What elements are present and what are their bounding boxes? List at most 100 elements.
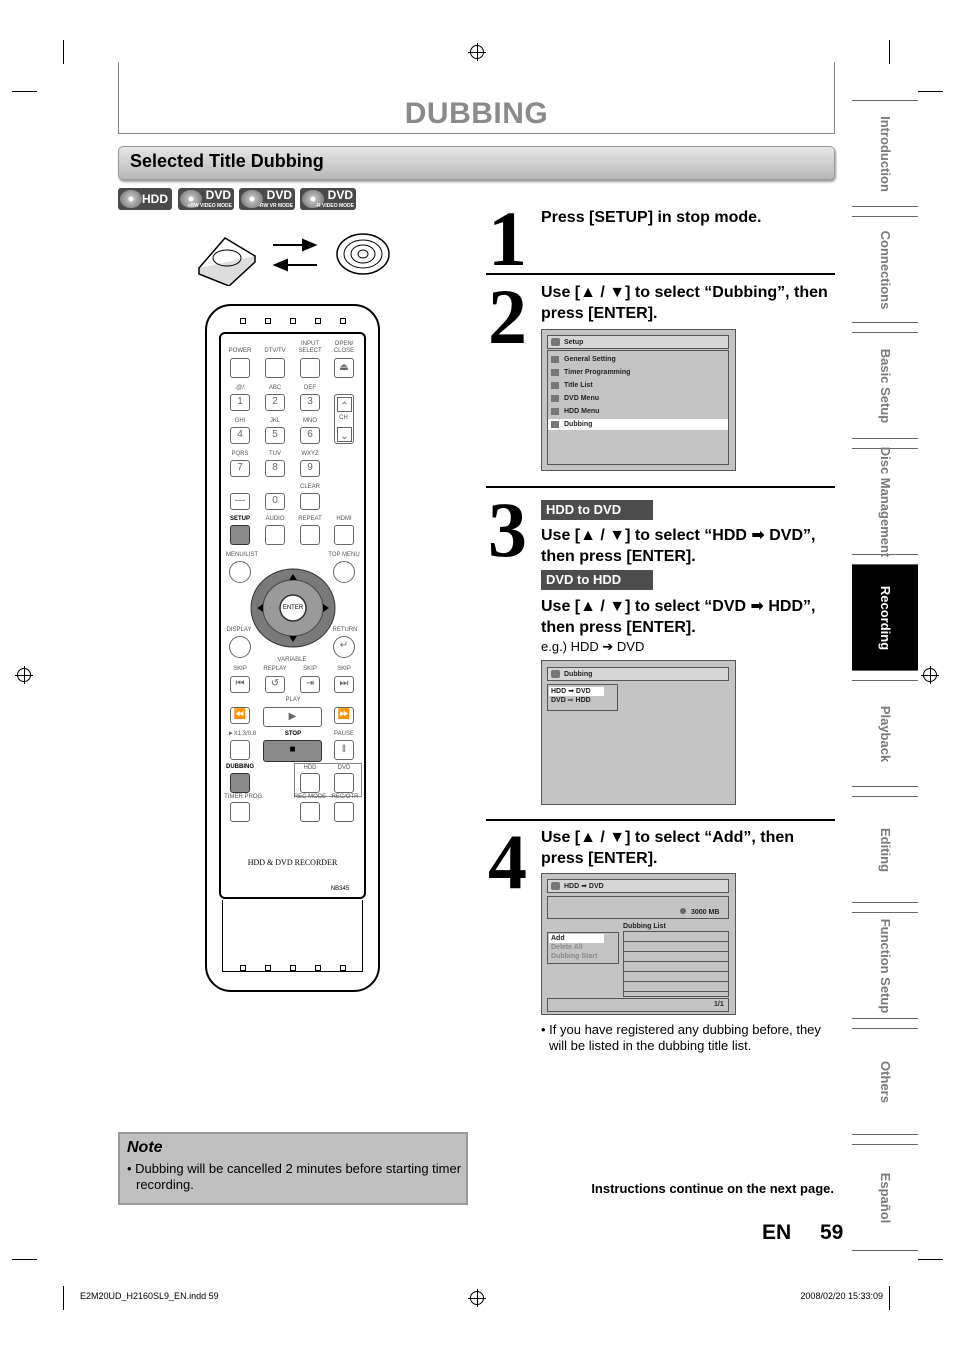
key2-label: ABC bbox=[268, 385, 282, 391]
tab-espa-ol[interactable]: Español bbox=[852, 1144, 918, 1251]
menu-list-button[interactable] bbox=[229, 561, 251, 583]
skip-button[interactable]: ⇥ bbox=[300, 676, 320, 693]
digit-1-button[interactable]: 1 bbox=[230, 394, 250, 411]
rec-otr-button[interactable] bbox=[334, 802, 354, 822]
return-button[interactable]: ↵ bbox=[333, 636, 355, 658]
dubbing-list-screen: HDD ➡ DVD 3000 MB Dubbing List Add Delet… bbox=[541, 873, 736, 1015]
skip-forward-button[interactable]: ⏭ bbox=[334, 676, 354, 693]
rewind-button[interactable]: ⏪ bbox=[230, 707, 250, 724]
play-button[interactable]: ▶ bbox=[263, 707, 322, 727]
badge-label: HDD bbox=[142, 192, 168, 206]
dubbing-list-header: Dubbing List bbox=[623, 923, 666, 930]
dtv-tv-button[interactable] bbox=[265, 358, 285, 378]
remote-led bbox=[240, 318, 246, 324]
tab-label: Basic Setup bbox=[878, 348, 893, 423]
repeat-label: REPEAT bbox=[298, 516, 322, 522]
step-3-number: 3 bbox=[488, 486, 527, 573]
stop-button[interactable]: ■ bbox=[263, 740, 322, 762]
example-text: e.g.) HDD ➔ DVD bbox=[541, 639, 645, 654]
speed-label: ►X1.3/0.8 bbox=[227, 731, 257, 737]
replay-button[interactable]: ↺ bbox=[265, 676, 285, 693]
repeat-button[interactable] bbox=[300, 525, 320, 545]
channel-up-button[interactable]: ⌃ bbox=[337, 397, 352, 412]
menu-add[interactable]: Add bbox=[549, 934, 604, 943]
hdmi-label: HDMI bbox=[336, 516, 352, 522]
channel-down-button[interactable]: ⌄ bbox=[337, 427, 352, 442]
hdd-drive-icon bbox=[197, 237, 257, 286]
step-1-text: Press [SETUP] in stop mode. bbox=[541, 209, 762, 226]
badge-sub: +RW VIDEO MODE bbox=[187, 203, 233, 209]
menu-item-title-list[interactable]: Title List bbox=[548, 380, 728, 391]
top-menu-label: TOP MENU bbox=[328, 552, 360, 558]
note-text: • Dubbing will be cancelled 2 minutes be… bbox=[127, 1161, 462, 1192]
tab-function-setup[interactable]: Function Setup bbox=[852, 912, 918, 1019]
tab-disc-management[interactable]: Disc Management bbox=[852, 446, 918, 557]
fast-forward-button[interactable]: ⏩ bbox=[334, 707, 354, 724]
registration-mark bbox=[468, 43, 486, 61]
menu-item-timer-programming[interactable]: Timer Programming bbox=[548, 367, 728, 378]
digit-8-button[interactable]: 8 bbox=[265, 460, 285, 477]
step-2-number: 2 bbox=[488, 273, 527, 360]
tab-label: Introduction bbox=[878, 115, 893, 192]
input-select-button[interactable] bbox=[300, 358, 320, 378]
dvd-r-video-badge: DVD -R VIDEO MODE bbox=[300, 188, 356, 210]
replay-label: REPLAY bbox=[263, 666, 287, 672]
dubbing-screen-title: Dubbing bbox=[547, 667, 729, 681]
hdd-label: HDD bbox=[303, 765, 317, 771]
header-frame bbox=[118, 62, 835, 134]
menu-delete-all[interactable]: Delete All bbox=[551, 944, 583, 951]
tab-others[interactable]: Others bbox=[852, 1028, 918, 1135]
digit-0-button[interactable]: 0 bbox=[265, 493, 285, 510]
menu-item-dubbing[interactable]: Dubbing bbox=[548, 419, 728, 430]
audio-button[interactable] bbox=[265, 525, 285, 545]
digit-4-button[interactable]: 4 bbox=[230, 427, 250, 444]
dash-button[interactable]: — bbox=[230, 493, 250, 510]
menu-item-hdd-menu[interactable]: HDD Menu bbox=[548, 406, 728, 417]
tab-playback[interactable]: Playback bbox=[852, 680, 918, 787]
menu-dubbing-start[interactable]: Dubbing Start bbox=[551, 953, 598, 960]
digit-5-button[interactable]: 5 bbox=[265, 427, 285, 444]
hdd-icon bbox=[120, 190, 142, 208]
digit-3-button[interactable]: 3 bbox=[300, 394, 320, 411]
skip-back-button[interactable]: ⏮ bbox=[230, 676, 250, 693]
tab-label: Español bbox=[878, 1172, 893, 1223]
step-4-text: Use [▲ / ▼] to select “Add”, then press … bbox=[541, 829, 795, 867]
power-button[interactable] bbox=[230, 358, 250, 378]
divider bbox=[486, 273, 835, 275]
hdd-button[interactable] bbox=[300, 773, 320, 793]
digit-9-button[interactable]: 9 bbox=[300, 460, 320, 477]
digit-2-button[interactable]: 2 bbox=[265, 394, 285, 411]
menu-item-dvd-menu[interactable]: DVD Menu bbox=[548, 393, 728, 404]
tab-recording[interactable]: Recording bbox=[852, 564, 918, 671]
clear-button[interactable] bbox=[300, 493, 320, 510]
display-button[interactable] bbox=[229, 636, 251, 658]
rec-mode-button[interactable] bbox=[300, 802, 320, 822]
channel-rocker[interactable]: ⌃ CH ⌄ bbox=[334, 394, 354, 444]
remote-led bbox=[265, 965, 271, 971]
digit-6-button[interactable]: 6 bbox=[300, 427, 320, 444]
tab-basic-setup[interactable]: Basic Setup bbox=[852, 332, 918, 439]
option-dvd-to-hdd[interactable]: DVD ⇨ HDD bbox=[551, 697, 591, 704]
pause-label: PAUSE bbox=[334, 731, 354, 737]
hdd-dvd-transfer-illustration bbox=[197, 233, 390, 286]
top-menu-button[interactable] bbox=[333, 561, 355, 583]
divider bbox=[486, 486, 835, 488]
option-hdd-to-dvd[interactable]: HDD ➡ DVD bbox=[549, 687, 604, 696]
menu-item-general-setting[interactable]: General Setting bbox=[548, 354, 728, 365]
dvd-rw-vr-badge: DVD -RW VR MODE bbox=[239, 188, 295, 210]
open-close-button[interactable]: ⏏ bbox=[334, 358, 354, 378]
setup-button[interactable] bbox=[230, 525, 250, 545]
digit-7-button[interactable]: 7 bbox=[230, 460, 250, 477]
dpad[interactable] bbox=[250, 568, 336, 648]
tab-connections[interactable]: Connections bbox=[852, 216, 918, 323]
pause-button[interactable]: ‖ bbox=[334, 740, 354, 760]
hdmi-button[interactable] bbox=[334, 525, 354, 545]
tab-editing[interactable]: Editing bbox=[852, 796, 918, 903]
timer-prog-button[interactable] bbox=[230, 802, 250, 822]
dvd-button[interactable] bbox=[334, 773, 354, 793]
continue-text: Instructions continue on the next page. bbox=[591, 1181, 834, 1196]
tab-introduction[interactable]: Introduction bbox=[852, 100, 918, 207]
dubbing-button[interactable] bbox=[230, 773, 250, 793]
setup-screen-title: Setup bbox=[547, 335, 729, 349]
slow-play-button[interactable] bbox=[230, 740, 250, 760]
